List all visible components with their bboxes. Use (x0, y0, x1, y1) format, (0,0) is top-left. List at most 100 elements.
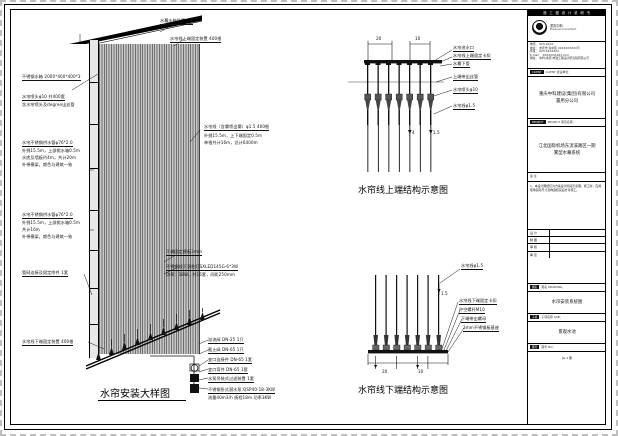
pipe-tick (89, 250, 98, 251)
annotation-supply-pipe-2b: 外挑15.5m，上部挑水箱0.5m (22, 220, 81, 225)
annotation-ss-tank: 不锈钢水箱 2000*400*400*3 (22, 74, 81, 81)
detail-top-label-nozzle: 水帘喷头φ10 (453, 87, 478, 94)
company-name-cn: 重庆中科 (550, 23, 563, 28)
project-label: PROJECT 项目名称： (547, 120, 576, 124)
client-name-value: 重庆中科建设(集团)有限公司 置用分公司 (528, 77, 606, 119)
title-block: 施 工 图 设 计 说 明 书 重庆中科 Business Consultant… (527, 9, 606, 425)
sheet-label-row: 图号图号 NO： (528, 344, 606, 352)
signature-table: 设 计 制 图 审 核 审 定 (528, 230, 606, 284)
detail-bottom-dim-10: 10 (418, 369, 424, 374)
signature-value-draw[interactable] (550, 237, 606, 243)
annotation-bottom-fixing: 水帘线下端固定装置 400根 (22, 339, 74, 346)
signature-value-approve[interactable] (550, 252, 606, 258)
project-chip: PROJECT (530, 120, 546, 125)
sheet-number-value: JG-1 图 (562, 356, 572, 360)
signature-row-draw[interactable]: 制 图 (528, 237, 606, 245)
detail-top-dim-10: 10 (415, 36, 421, 41)
equipment-overflow-valve: 溢流阀 DN-25 1只 (208, 337, 244, 344)
annotation-top-fixing: 水帘线上端固定装置 400根 (170, 36, 222, 43)
signature-role-check: 审 核 (528, 244, 550, 251)
detail-top-dim-20: 20 (376, 36, 382, 41)
pipe-tick (89, 124, 98, 125)
annotation-supply-pipe-1c: 水底及墙板约4m，共计20m (22, 155, 77, 160)
drawing-chip: 图名 (530, 285, 540, 290)
contact-fax: 传真： 023-XXXXXXX (530, 49, 560, 54)
top-tank-beam-graphic (69, 15, 202, 44)
signature-row-approve[interactable]: 审 定 (528, 251, 606, 258)
contact-phone: 电话： 023-XXXX (530, 42, 554, 46)
annotation-supply-pipe-2: 水帘不锈钢供水管φ76*2.0 (22, 212, 73, 219)
equipment-schematic: 溢流阀 DN-25 1只 截止阀 DN-65 1只 变口连接件 DN-65 1套… (150, 336, 350, 428)
annotation-led-power: 功率：18W，共16套，间距250mm (166, 272, 235, 277)
pipe-tick (89, 82, 98, 83)
pipe-tick (89, 324, 98, 325)
title-block-header-bar: 施 工 图 设 计 说 明 书 (528, 9, 606, 16)
equipment-pump-spec: 流量40m3/h 扬程18m 功率3KW (208, 395, 272, 400)
subproject-name-value: 景观水池 (528, 322, 606, 344)
pipe-tick (89, 288, 98, 289)
subproject-label-row: 子项子项名称 SUB： (528, 314, 606, 322)
drawing-name-value: 水帘安装系统图 (528, 292, 606, 314)
subproject-chip: 子项 (530, 315, 540, 320)
signature-value-check[interactable] (550, 244, 606, 250)
detail-top-label-lower-pipe: 水幕下管 (453, 61, 470, 68)
annotation-supply-pipe-2d: 外带横梁，颜色与建筑一致 (22, 234, 73, 239)
detail-top-label-inlet: 水帘进水口 (453, 45, 474, 52)
annotation-water-tank: 水幕水箱装置 1台 (160, 18, 194, 25)
company-logo-icon (532, 20, 547, 35)
detail-top-label-outlet: 上端带出丝管 (453, 74, 479, 81)
drawing-inner-border (10, 9, 606, 425)
annotation-led-light: 不锈钢线下直柱灯SXLED145G-6*3W (166, 264, 239, 271)
signature-row-check[interactable]: 审 核 (528, 244, 606, 252)
detail-bottom-title: 水帘线下端结构示意图 (358, 386, 449, 396)
annotation-curtain-line: 水帘线（含雾喷出雾）φ1.5 400根 (204, 124, 270, 131)
company-identity-row: 重庆中科 Business Consultant (528, 16, 606, 42)
detail-top-label-clip: 水帘线上端固定卡扣 (453, 53, 491, 60)
detail-top-dim-4: 4 (412, 130, 415, 135)
equipment-elbow: 变口弯件 DN-65 1套 (208, 367, 248, 374)
bottom-diagonal-beam-graphic (85, 308, 221, 370)
subproject-label: 子项名称 SUB： (541, 315, 563, 319)
annotation-pipe-fittings: 管网连接及固定附件 1套 (22, 270, 69, 277)
main-elevation-view: 水幕水箱装置 1台 水帘线上端固定装置 400根 不锈钢水箱 2000*400*… (14, 12, 314, 402)
contact-email: E-mail： XXXXXX@163.com (530, 52, 569, 57)
detail-bottom-label-nut: 下端带出螺母 (461, 316, 487, 323)
detail-bottom-label-clip: 水帘线下端固定卡扣 (459, 298, 497, 305)
annotation-nozzle-detail: 含水帘喷头及degree出丝管 (22, 102, 75, 107)
annotation-supply-pipe-2c: 共计16m (22, 227, 40, 232)
company-contact-block: 电话： 023-XXXX 地址： 重庆市 渝中区 XXXXXXXXXX号 传真：… (528, 42, 606, 69)
signature-role-draw: 制 图 (528, 237, 550, 244)
equipment-stop-valve: 截止阀 DN-65 1只 (208, 347, 244, 354)
main-view-title: 水帘安装大样图 (100, 389, 170, 400)
pipe-tick (89, 210, 98, 211)
detail-bottom-label-bolt: 中空螺杆M10 (459, 307, 485, 314)
company-name-en: Business Consultant (550, 27, 577, 31)
detail-bottom-label-baseplate: 3mm不锈钢板基座 (463, 325, 500, 332)
annotation-supply-pipe-1: 水帘不锈钢供水管φ76*2.0 (22, 140, 73, 147)
detail-top-label-line: 水帘线φ1.5 (453, 103, 476, 110)
supply-pipe-riser (89, 40, 99, 358)
signature-value-design[interactable] (550, 230, 606, 236)
main-title-underline (98, 400, 186, 401)
signature-role-design: 设 计 (528, 230, 550, 237)
notes-label-row: 备 注 (528, 173, 606, 182)
detail-bottom-end-view: 水帘线φ1.5 水帘线下端固定卡扣 中空螺杆M10 下端带出螺母 3mm不锈钢板… (348, 255, 528, 405)
detail-top-title: 水帘线上端结构示意图 (358, 186, 449, 196)
annotation-curtain-line-c: 单根共计16m，总计6400m (204, 140, 258, 145)
equipment-connector: 变口连接件 DN-65 1套 (208, 357, 253, 364)
drawing-outer-border (4, 4, 612, 430)
annotation-supply-pipe-1d: 外带横梁，颜色与建筑一致 (22, 162, 73, 167)
signature-role-approve: 审 定 (528, 251, 550, 258)
equipment-pump-model: 不锈钢卧式潜水泵:QSP40-18-3KW (208, 387, 276, 394)
pipe-tick (89, 168, 98, 169)
annotation-base-plate: 下端固定横板3mm (166, 249, 203, 256)
project-name-value: 江北国际机场东流溪路区一期 雾型水幕系统 (528, 127, 606, 173)
annotation-nozzle-spec: 水帘喷头φ10 共400套 (22, 94, 65, 101)
annotation-supply-pipe-1b: 外挑15.5m，上部挑水箱0.5m (22, 148, 81, 153)
drawing-label-row: 图名图名 DRAWING： (528, 284, 606, 292)
signature-row-design[interactable]: 设 计 (528, 230, 606, 238)
